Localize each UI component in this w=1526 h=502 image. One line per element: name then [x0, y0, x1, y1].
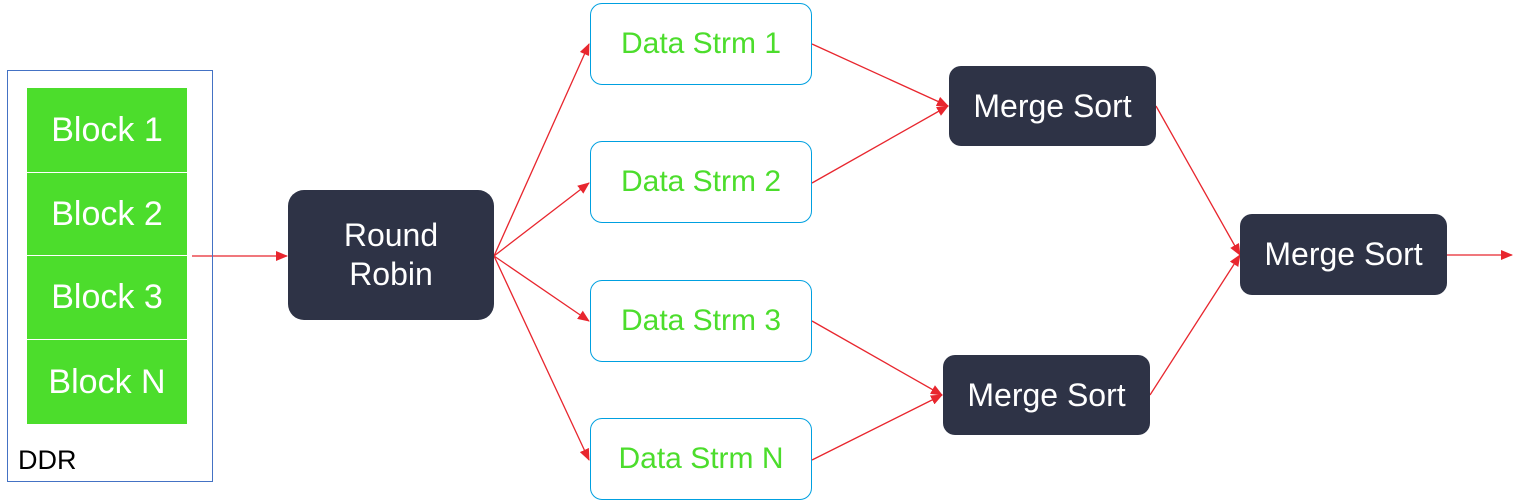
data-stream-1: Data Strm 1 [590, 3, 812, 85]
block-n: Block N [27, 340, 187, 424]
data-stream-3: Data Strm 3 [590, 280, 812, 362]
round-robin-label-line-2: Robin [349, 256, 433, 292]
arrow-round-robin-to-stream-3 [493, 255, 590, 322]
arrow-round-robin-to-stream-1 [493, 43, 590, 257]
block-1: Block 1 [27, 88, 187, 172]
arrow-stream-2-to-merge-top [811, 105, 949, 184]
merge-sort-top: Merge Sort [949, 66, 1156, 146]
round-robin-node: Round Robin [288, 190, 494, 320]
block-2: Block 2 [27, 173, 187, 255]
arrow-stream-3-to-merge-bottom [811, 320, 943, 396]
merge-sort-final: Merge Sort [1240, 214, 1447, 295]
ddr-label: DDR [18, 445, 77, 475]
arrow-stream-n-to-merge-bottom [811, 394, 943, 461]
block-3: Block 3 [27, 256, 187, 339]
ddr-container [7, 70, 213, 482]
arrow-merge-top-to-final [1155, 105, 1241, 256]
merge-sort-bottom: Merge Sort [943, 355, 1150, 435]
data-stream-n: Data Strm N [590, 418, 812, 500]
data-stream-2: Data Strm 2 [590, 141, 812, 223]
round-robin-label-line-1: Round [343, 217, 439, 253]
arrow-round-robin-to-stream-2 [493, 182, 590, 257]
arrow-round-robin-to-stream-n [493, 255, 590, 461]
arrow-merge-bottom-to-final [1149, 254, 1241, 396]
arrow-stream-1-to-merge-top [811, 43, 949, 107]
